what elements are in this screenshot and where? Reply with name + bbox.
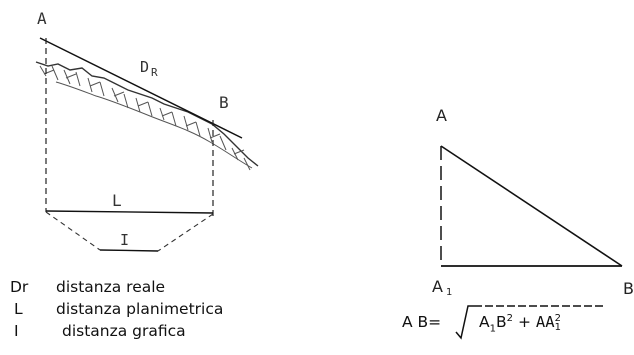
graphic-left-guide: [45, 211, 101, 251]
legend-symbol: I: [14, 322, 19, 340]
formula-term2: AA: [535, 313, 555, 332]
legend: Dr distanza reale L distanza planimetric…: [10, 276, 223, 342]
formula-term1-sub: 1: [489, 323, 497, 335]
real-distance-subscript: R: [151, 66, 158, 79]
formula-term2-exp: 2: [554, 312, 561, 324]
graphic-line: [99, 249, 159, 252]
legend-text: distanza grafica: [62, 322, 186, 340]
graphic-right-guide: [157, 213, 214, 252]
planimetric-label: L: [112, 191, 122, 210]
formula-plus: +: [517, 313, 531, 332]
planimetric-line: [45, 210, 214, 214]
formula-term1-rest: B: [496, 313, 507, 332]
legend-symbol: Dr: [10, 278, 29, 296]
hypotenuse-line: [440, 145, 623, 267]
terrain-profile: [35, 61, 259, 167]
right-point-a-label: A: [436, 106, 447, 125]
right-figure: A A 1 B: [432, 106, 634, 298]
sqrt-sign: [455, 305, 606, 340]
legend-row-l: L distanza planimetrica: [10, 298, 223, 320]
legend-text: distanza planimetrica: [56, 300, 224, 318]
formula-lhs: A B=: [402, 313, 442, 332]
graphic-label: I: [120, 231, 129, 249]
left-point-b-label: B: [219, 93, 229, 112]
terrain-hatching: [39, 65, 253, 171]
right-point-a1-label: A: [432, 277, 443, 296]
right-point-b-label: B: [623, 279, 634, 298]
real-distance-label: D: [140, 58, 149, 76]
left-figure: A B D R L I: [35, 9, 259, 252]
legend-text: distanza reale: [56, 278, 166, 296]
legend-row-dr: Dr distanza reale: [10, 276, 223, 298]
legend-symbol: L: [14, 300, 23, 318]
real-distance-line: [39, 37, 243, 139]
legend-row-i: I distanza grafica: [10, 320, 223, 342]
formula-term2-sub: 1: [554, 321, 561, 333]
formula-term1-exp: 2: [506, 313, 514, 324]
formula-term1: A: [479, 313, 490, 332]
right-point-a1-subscript: 1: [446, 287, 452, 298]
left-point-a-label: A: [37, 9, 47, 28]
